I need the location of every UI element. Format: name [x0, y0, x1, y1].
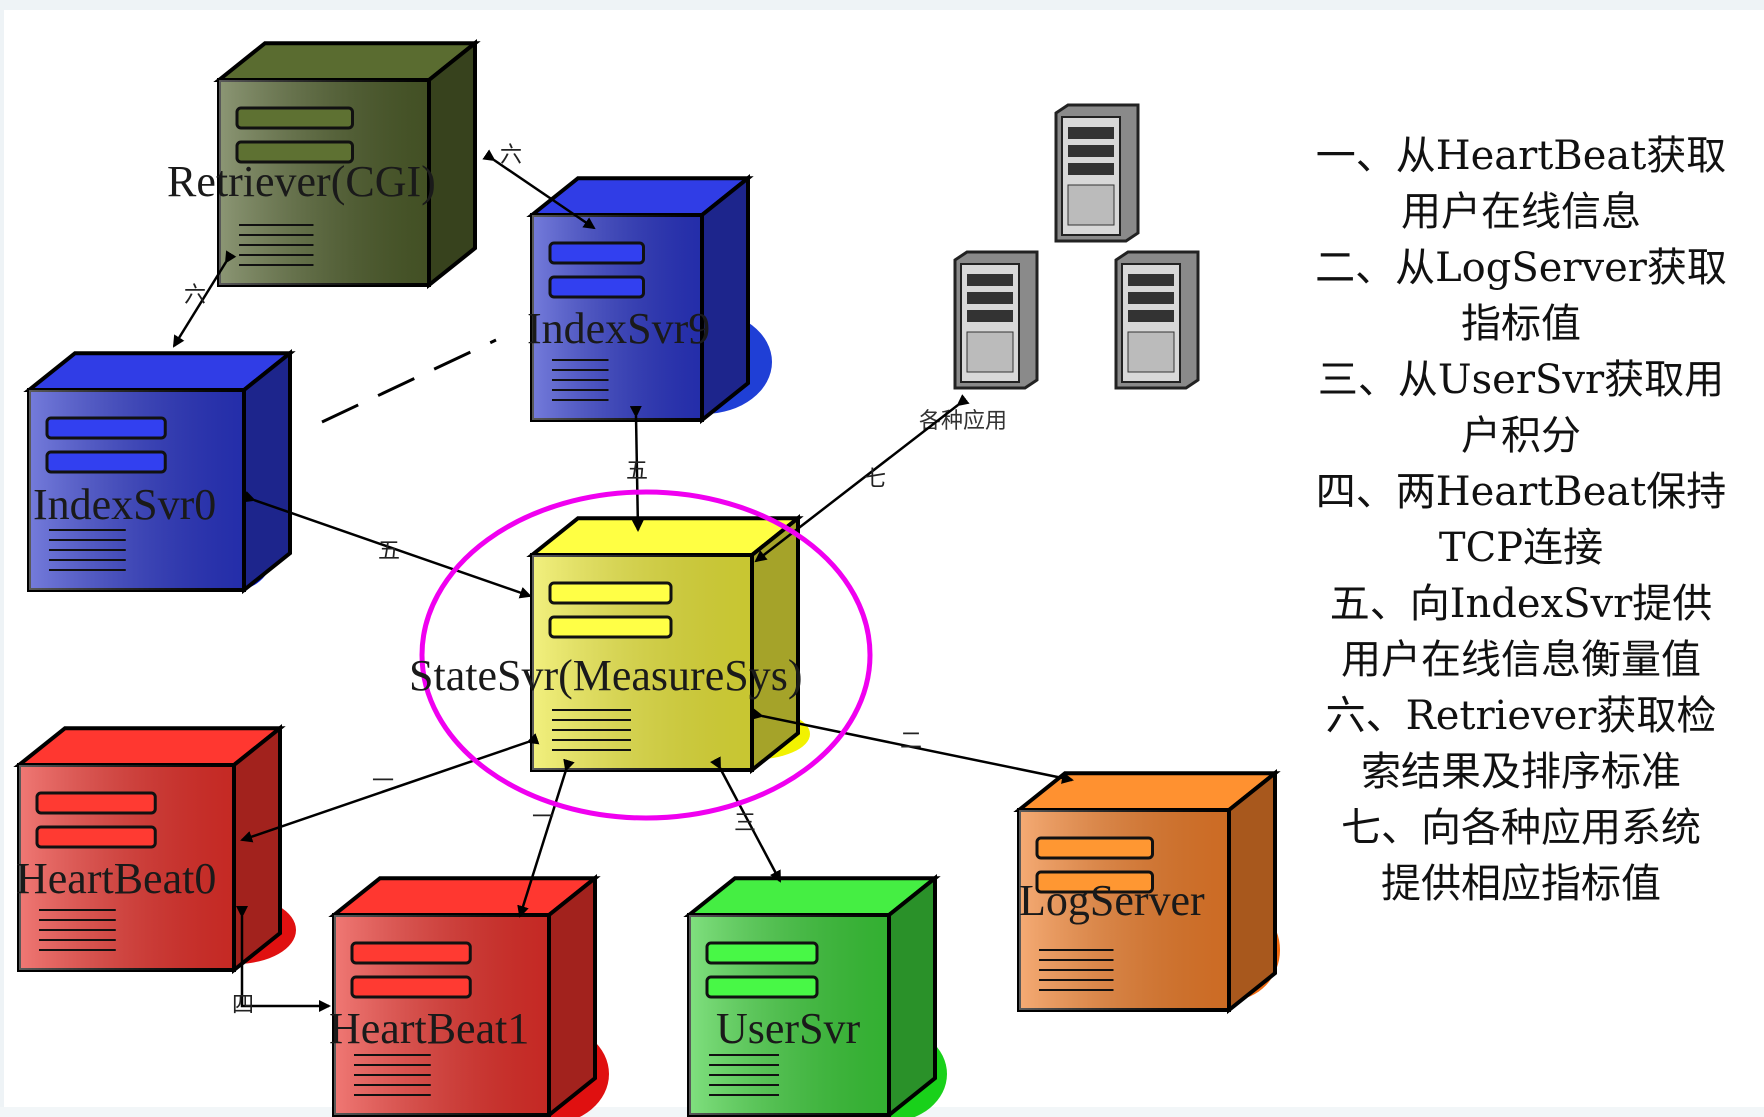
edge-label-heartbeat1-state: 一 [532, 805, 554, 830]
edge-label-logserver-state: 二 [900, 729, 922, 754]
server-label-heartbeat1: HeartBeat1 [329, 1004, 529, 1053]
server-label-logserver: LogServer [1019, 876, 1205, 925]
server-indexsvr0 [23, 349, 296, 595]
edge-labels: 六 六 五 五 七 一 一 三 二 四 [184, 143, 922, 1018]
server-label-heartbeat0: HeartBeat0 [16, 854, 216, 903]
legend-line: 三、从UserSvr获取用 [1317, 357, 1725, 403]
index-range-dashed-line [321, 338, 497, 424]
server-usersvr [683, 874, 947, 1117]
edge-indexsvr9-state [629, 405, 644, 532]
server-heartbeat1 [328, 874, 609, 1117]
legend-line: 提供相应指标值 [1381, 861, 1661, 907]
edge-retriever-indexsvr0 [172, 250, 237, 348]
server-drive-bay [548, 275, 645, 299]
server-drive-bay [45, 450, 167, 474]
server-drive-bay [350, 941, 472, 965]
server-side-face [547, 874, 597, 1117]
edge-heartbeat0-state [240, 733, 540, 843]
edge-label-apps-state: 七 [864, 467, 886, 492]
server-drive-bay [548, 241, 645, 265]
app-rack-icon [953, 250, 1039, 390]
edge-label-indexsvr9-state: 五 [626, 459, 648, 484]
legend-line: 用户在线信息衡量值 [1341, 637, 1701, 683]
server-label-indexsvr0: IndexSvr0 [33, 480, 216, 529]
legend-list: 一、从HeartBeat获取 用户在线信息 二、从LogServer获取 指标值… [1274, 128, 1764, 912]
server-drive-bay [705, 975, 819, 999]
server-drive-bay [35, 791, 157, 815]
server-side-face [750, 514, 800, 775]
legend-line: 指标值 [1461, 301, 1581, 347]
server-drive-bay [1035, 870, 1154, 894]
edge-heartbeat1-state [517, 758, 575, 918]
legend-line: 索结果及排序标准 [1361, 749, 1681, 795]
server-side-face [1227, 769, 1277, 1015]
server-drive-bay [350, 975, 472, 999]
server-heartbeat0 [13, 724, 296, 975]
server-retriever [213, 39, 481, 290]
legend-line: 户积分 [1461, 413, 1581, 459]
edge-label-retriever-indexsvr0: 六 [184, 283, 206, 308]
server-label-usersvr: UserSvr [716, 1004, 861, 1053]
server-statesvr [526, 514, 810, 775]
edge-retriever-indexsvr9 [482, 149, 596, 230]
legend-line: 六、Retriever获取检 [1325, 693, 1717, 739]
apps-cluster: 各种应用 [919, 103, 1200, 434]
server-drive-bay [705, 941, 819, 965]
server-labels: Retriever(CGI) IndexSvr9IndexSvr0StateSvr… [16, 157, 1205, 1053]
legend-line: TCP连接 [1438, 525, 1604, 571]
legend-line: 五、向IndexSvr提供 [1329, 581, 1713, 627]
legend-line: 四、两HeartBeat保持 [1315, 469, 1727, 515]
server-side-face [887, 874, 937, 1117]
server-logserver [1013, 769, 1281, 1015]
edge-label-heartbeat0-heartbeat1: 四 [232, 993, 254, 1018]
legend-line: 用户在线信息 [1401, 189, 1641, 235]
server-label-statesvr: StateSvr(MeasureSys) [409, 651, 803, 700]
legend-line: 二、从LogServer获取 [1315, 245, 1727, 291]
app-rack-icon [1114, 250, 1200, 390]
edge-label-heartbeat0-state: 一 [372, 769, 394, 794]
legend-line: 七、向各种应用系统 [1341, 805, 1701, 851]
server-label-indexsvr9: IndexSvr9 [527, 304, 710, 353]
server-drive-bay [1035, 836, 1154, 860]
server-drive-bay [235, 140, 354, 164]
server-indexsvr9 [526, 174, 772, 425]
app-rack-icon [1054, 103, 1140, 243]
edge-indexsvr0-state [242, 491, 532, 599]
server-drive-bay [235, 106, 354, 130]
apps-label: 各种应用 [919, 409, 1007, 434]
edge-label-indexsvr0-state: 五 [378, 539, 400, 564]
edge-logserver-state [750, 708, 1074, 784]
server-drive-bay [548, 581, 673, 605]
server-side-face [242, 349, 292, 595]
server-label-retriever: Retriever(CGI) [167, 157, 436, 206]
connections [172, 149, 1074, 1012]
edge-usersvr-state [710, 756, 782, 883]
server-drive-bay [45, 416, 167, 440]
server-drive-bay [35, 825, 157, 849]
edge-label-usersvr-state: 三 [734, 811, 756, 836]
server-side-face [700, 174, 750, 425]
edge-apps-state [754, 394, 970, 563]
server-side-face [427, 39, 477, 290]
highlight-ellipse [419, 489, 873, 821]
edge-heartbeat0-heartbeat1 [236, 906, 331, 1012]
edge-label-retriever-indexsvr9: 六 [500, 143, 522, 168]
legend-line: 一、从HeartBeat获取 [1315, 133, 1727, 179]
server-drive-bay [548, 615, 673, 639]
